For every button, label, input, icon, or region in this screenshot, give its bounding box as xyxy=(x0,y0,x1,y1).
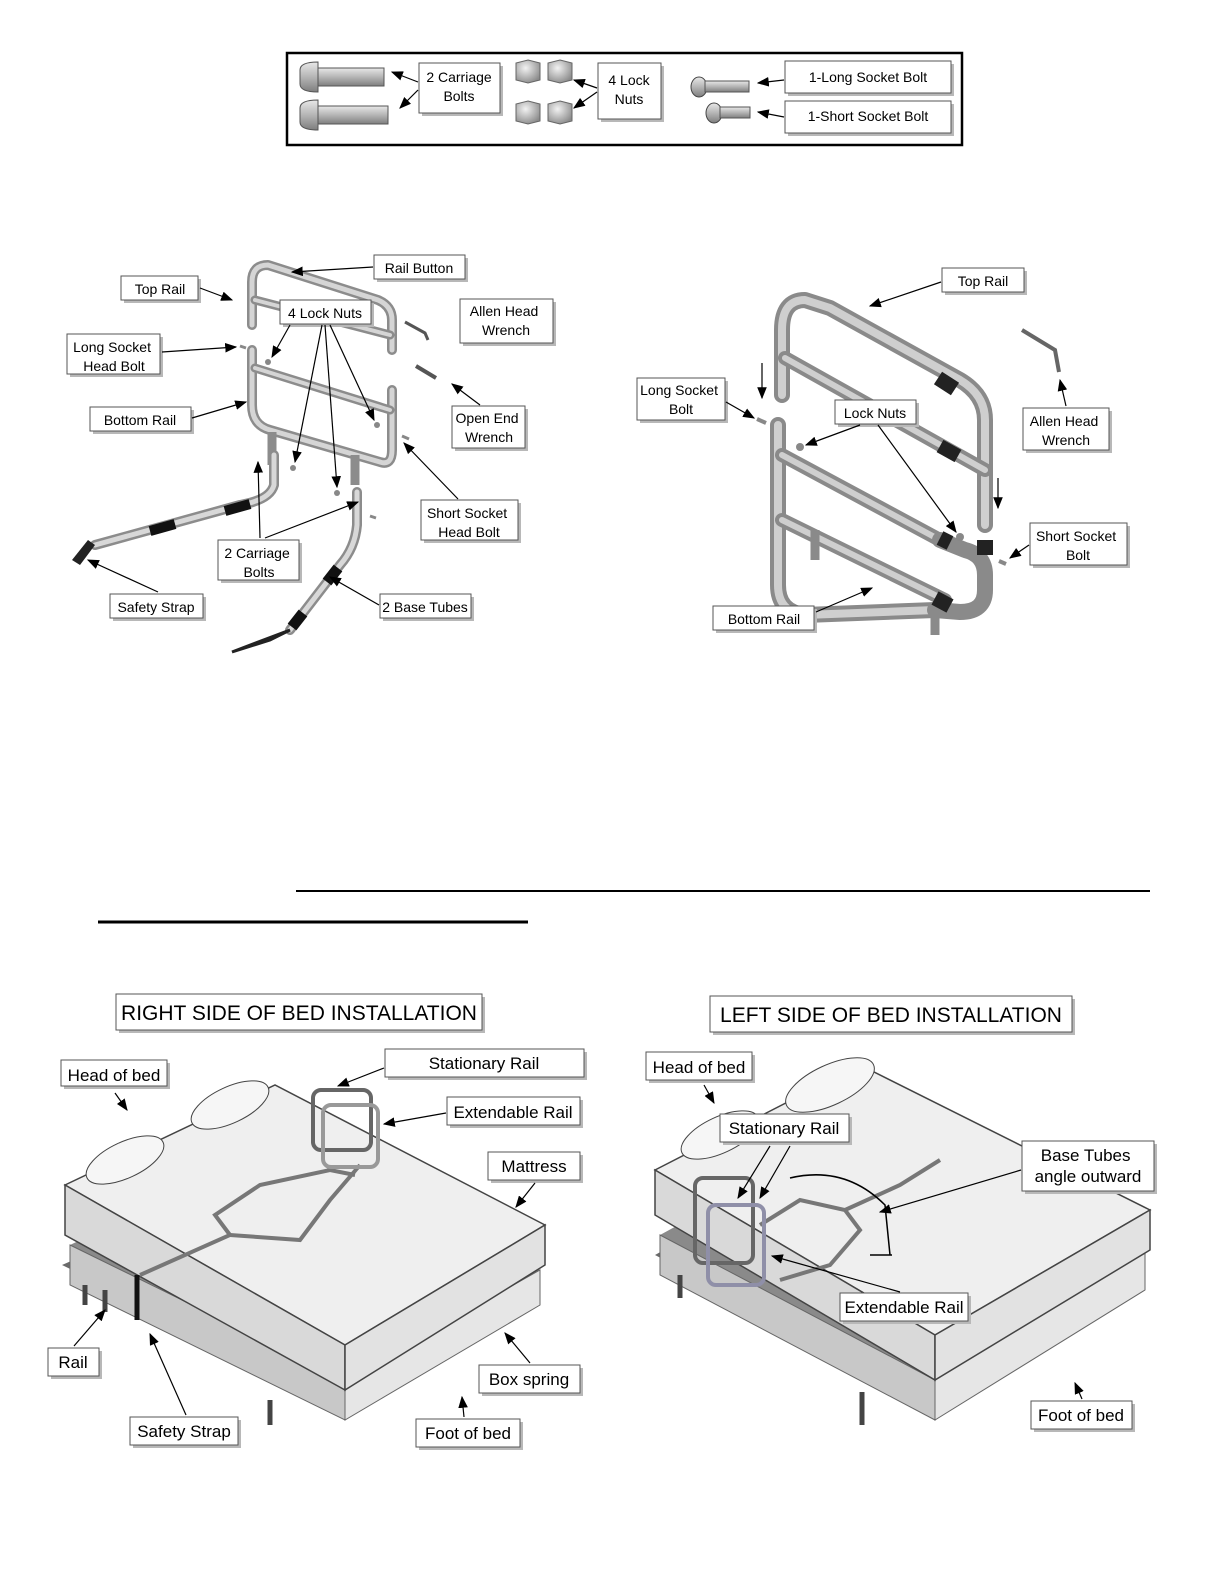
exp-open-end-wrench-label: Open End Wrench xyxy=(456,410,523,445)
exp-allen-wrench-label: Allen Head Wrench xyxy=(470,303,542,338)
exp-lock-nuts-label: 4 Lock Nuts xyxy=(288,305,362,321)
right-stationary-rail-label: Stationary Rail xyxy=(429,1054,540,1073)
small-hardware-parts xyxy=(239,320,438,520)
carriage-bolt-icon xyxy=(299,61,389,131)
right-extendable-rail-label: Extendable Rail xyxy=(453,1103,572,1122)
left-base-tubes-label: Base Tubes angle outward xyxy=(1035,1146,1142,1186)
right-mattress-label: Mattress xyxy=(501,1157,566,1176)
exp-base-tubes-label: 2 Base Tubes xyxy=(382,599,468,615)
exp-long-socket-bolt-label: Long Socket Head Bolt xyxy=(73,339,155,374)
rail-small-parts xyxy=(756,328,1061,566)
exp-rail-button-label: Rail Button xyxy=(385,260,453,276)
rail-top-part xyxy=(774,292,993,533)
left-head-of-bed-label: Head of bed xyxy=(653,1058,746,1077)
left-install-title: LEFT SIDE OF BED INSTALLATION xyxy=(720,1004,1062,1027)
left-stationary-rail-label: Stationary Rail xyxy=(729,1119,840,1138)
left-side-installation: LEFT SIDE OF BED INSTALLATION Head of be… xyxy=(645,995,1157,1432)
rd-top-rail-label: Top Rail xyxy=(958,273,1009,289)
right-side-installation: RIGHT SIDE OF BED INSTALLATION xyxy=(47,993,587,1450)
right-install-title: RIGHT SIDE OF BED INSTALLATION xyxy=(121,1002,477,1025)
left-bed xyxy=(653,1057,1152,1425)
right-foot-of-bed-label: Foot of bed xyxy=(425,1424,511,1443)
lock-nut-icon xyxy=(515,59,573,125)
bottom-rail-part xyxy=(247,345,397,485)
exp-carriage-bolts-label: 2 Carriage Bolts xyxy=(224,545,293,580)
exp-safety-strap-label: Safety Strap xyxy=(117,599,194,615)
exp-bottom-rail-label: Bottom Rail xyxy=(104,412,176,428)
left-extendable-rail-label: Extendable Rail xyxy=(844,1298,963,1317)
exp-short-socket-bolt-label: Short Socket Head Bolt xyxy=(427,505,511,540)
right-head-of-bed-label: Head of bed xyxy=(68,1066,161,1085)
rail-assembly-diagram: Top Rail Long Socket Bolt Lock Nuts Alle… xyxy=(636,267,1130,635)
right-box-spring-label: Box spring xyxy=(489,1370,569,1389)
base-tube-parts xyxy=(72,450,362,654)
right-rail-label: Rail xyxy=(58,1353,87,1372)
socket-bolt-icon xyxy=(690,76,751,124)
hw-short-socket-bolt-label: 1-Short Socket Bolt xyxy=(808,108,929,124)
right-bed xyxy=(62,1080,547,1425)
rd-allen-wrench-label: Allen Head Wrench xyxy=(1030,413,1102,448)
exp-top-rail-label: Top Rail xyxy=(135,281,186,297)
left-foot-of-bed-label: Foot of bed xyxy=(1038,1406,1124,1425)
rd-long-socket-bolt-label: Long Socket Bolt xyxy=(640,382,722,417)
right-safety-strap-label: Safety Strap xyxy=(137,1422,231,1441)
exploded-assembly-diagram: Top Rail Rail Button 4 Lock Nuts Allen H… xyxy=(66,254,556,654)
rd-bottom-rail-label: Bottom Rail xyxy=(728,611,800,627)
hw-long-socket-bolt-label: 1-Long Socket Bolt xyxy=(809,69,927,85)
rd-lock-nuts-label: Lock Nuts xyxy=(844,405,906,421)
rd-short-socket-bolt-label: Short Socket Bolt xyxy=(1036,528,1120,563)
